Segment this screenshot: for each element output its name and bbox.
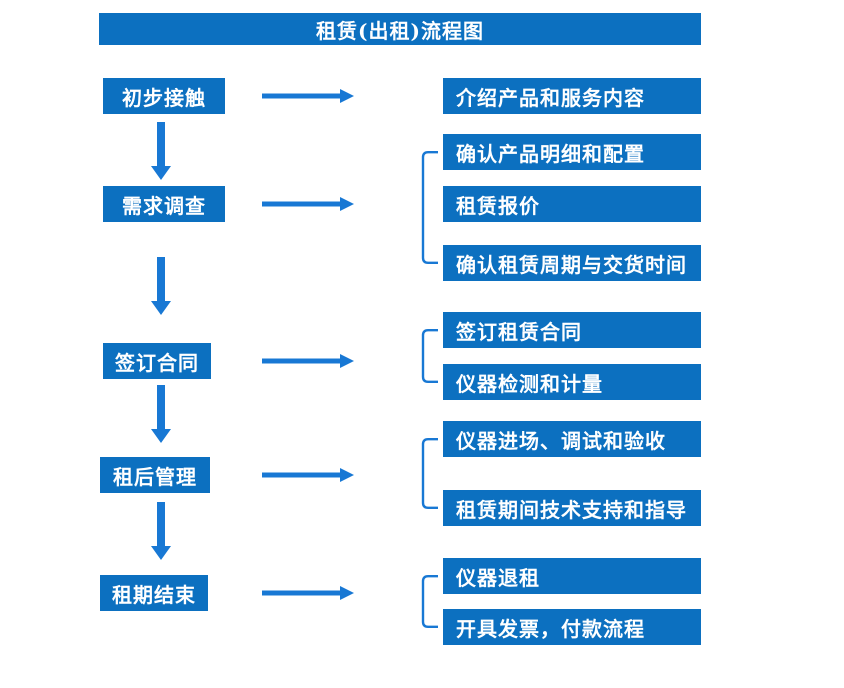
arrow-right-icon <box>262 197 354 211</box>
stage-box-needs-survey: 需求调查 <box>103 186 225 222</box>
stage-box-initial-contact: 初步接触 <box>103 78 225 114</box>
output-box-instrument-testing: 仪器检测和计量 <box>443 364 701 400</box>
output-box-sign-rental-contract: 签订租赁合同 <box>443 312 701 348</box>
group-bracket-icon <box>421 438 438 509</box>
stage-box-sign-contract: 签订合同 <box>103 343 211 379</box>
group-bracket-icon <box>421 329 438 383</box>
output-box-introduce-products: 介绍产品和服务内容 <box>443 78 701 114</box>
group-bracket-icon <box>421 151 438 264</box>
output-box-tech-support: 租赁期间技术支持和指导 <box>443 490 701 526</box>
group-bracket-icon <box>421 575 438 628</box>
arrow-down-icon <box>151 122 171 180</box>
arrow-right-icon <box>262 354 354 368</box>
output-box-confirm-product-details: 确认产品明细和配置 <box>443 134 701 170</box>
stage-box-post-rental-management: 租后管理 <box>100 457 210 493</box>
output-box-rental-quote: 租赁报价 <box>443 186 701 222</box>
output-box-instrument-setup-acceptance: 仪器进场、调试和验收 <box>443 421 701 457</box>
output-box-invoice-payment: 开具发票，付款流程 <box>443 609 701 645</box>
arrow-right-icon <box>262 468 354 482</box>
arrow-down-icon <box>151 502 171 560</box>
output-box-instrument-return: 仪器退租 <box>443 558 701 594</box>
stage-box-lease-end: 租期结束 <box>100 575 208 611</box>
flowchart-title: 租赁(出租)流程图 <box>99 13 701 45</box>
arrow-down-icon <box>151 385 171 443</box>
arrow-down-icon <box>151 257 171 315</box>
arrow-right-icon <box>262 586 354 600</box>
arrow-right-icon <box>262 89 354 103</box>
output-box-confirm-period-delivery: 确认租赁周期与交货时间 <box>443 245 701 281</box>
